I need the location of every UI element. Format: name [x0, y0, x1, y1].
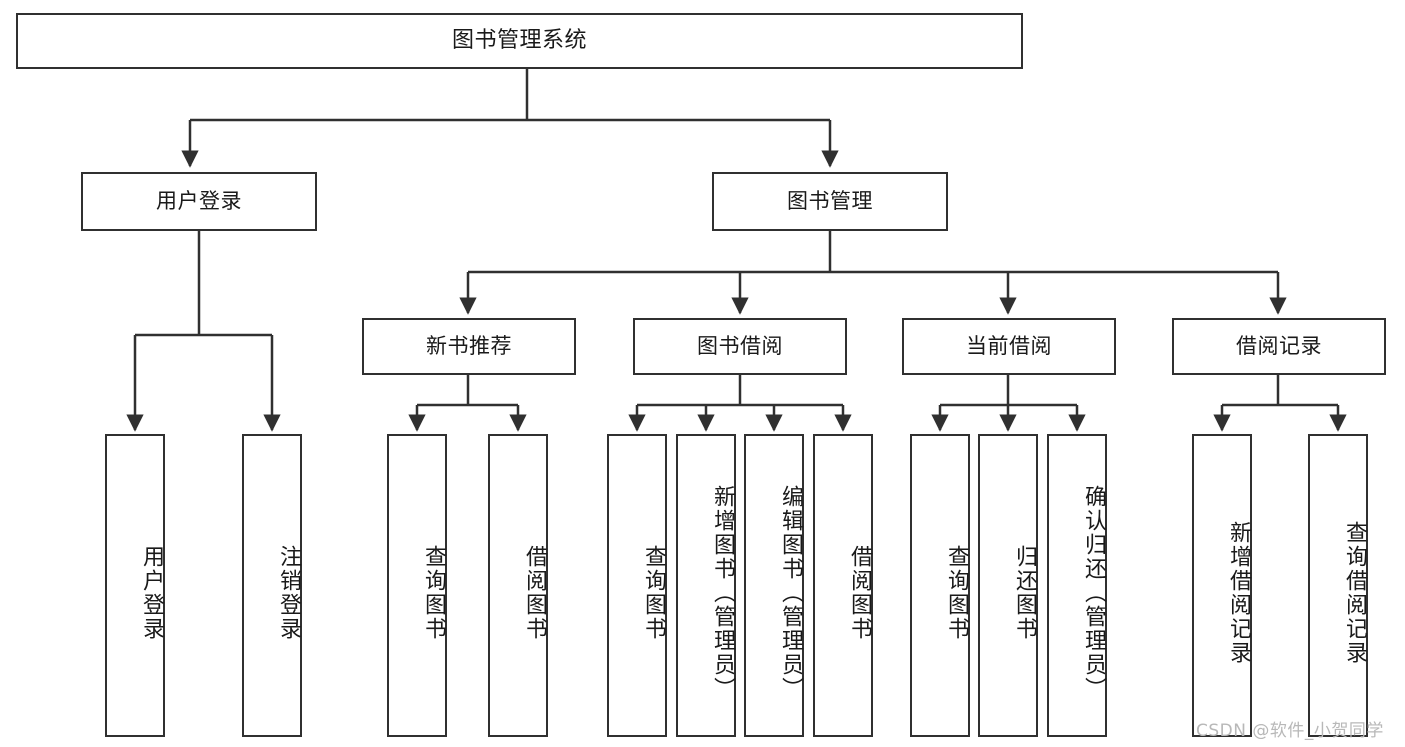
node-leaf-add-record-label: 新增借阅记录: [1226, 520, 1251, 665]
node-leaf-return-book[interactable]: 归还图书: [978, 434, 1038, 737]
node-leaf-query-record-label: 查询借阅记录: [1342, 520, 1367, 665]
node-user-login-label: 用户登录: [156, 188, 242, 213]
node-root-label: 图书管理系统: [451, 27, 587, 53]
node-leaf-confirm-return-label: 确认归还（管理员）: [1081, 484, 1106, 701]
node-leaf-logout-label: 注销登录: [276, 544, 301, 641]
node-leaf-user-login-label: 用户登录: [139, 544, 164, 641]
node-leaf-return-book-label: 归还图书: [1012, 544, 1037, 641]
node-leaf-add-book[interactable]: 新增图书（管理员）: [676, 434, 736, 737]
node-root[interactable]: 图书管理系统: [16, 13, 1023, 69]
node-leaf-confirm-return[interactable]: 确认归还（管理员）: [1047, 434, 1107, 737]
node-borrow-record-label: 借阅记录: [1236, 333, 1322, 358]
node-leaf-add-record[interactable]: 新增借阅记录: [1192, 434, 1252, 737]
node-leaf-borrow-book-2-label: 借阅图书: [847, 544, 872, 641]
node-leaf-user-login[interactable]: 用户登录: [105, 434, 165, 737]
node-new-book-recommendation[interactable]: 新书推荐: [362, 318, 576, 375]
node-leaf-query-book-1-label: 查询图书: [421, 544, 446, 641]
node-book-borrow-label: 图书借阅: [697, 333, 783, 358]
node-current-borrow-label: 当前借阅: [966, 333, 1052, 358]
node-leaf-logout[interactable]: 注销登录: [242, 434, 302, 737]
csdn-watermark: CSDN @软件_小贺同学: [1196, 721, 1384, 741]
node-leaf-borrow-book-2[interactable]: 借阅图书: [813, 434, 873, 737]
node-leaf-query-record[interactable]: 查询借阅记录: [1308, 434, 1368, 737]
node-leaf-borrow-book-1[interactable]: 借阅图书: [488, 434, 548, 737]
node-leaf-query-book-3[interactable]: 查询图书: [910, 434, 970, 737]
node-user-login[interactable]: 用户登录: [81, 172, 317, 231]
node-leaf-query-book-3-label: 查询图书: [944, 544, 969, 641]
node-current-borrow[interactable]: 当前借阅: [902, 318, 1116, 375]
node-leaf-edit-book-label: 编辑图书（管理员）: [778, 484, 803, 701]
node-borrow-record[interactable]: 借阅记录: [1172, 318, 1386, 375]
node-new-book-recommendation-label: 新书推荐: [426, 333, 512, 358]
node-leaf-edit-book[interactable]: 编辑图书（管理员）: [744, 434, 804, 737]
node-leaf-query-book-2[interactable]: 查询图书: [607, 434, 667, 737]
node-leaf-borrow-book-1-label: 借阅图书: [522, 544, 547, 641]
node-leaf-query-book-2-label: 查询图书: [641, 544, 666, 641]
node-leaf-add-book-label: 新增图书（管理员）: [710, 484, 735, 701]
node-book-manage[interactable]: 图书管理: [712, 172, 948, 231]
node-leaf-query-book-1[interactable]: 查询图书: [387, 434, 447, 737]
node-book-borrow[interactable]: 图书借阅: [633, 318, 847, 375]
node-book-manage-label: 图书管理: [787, 188, 873, 213]
